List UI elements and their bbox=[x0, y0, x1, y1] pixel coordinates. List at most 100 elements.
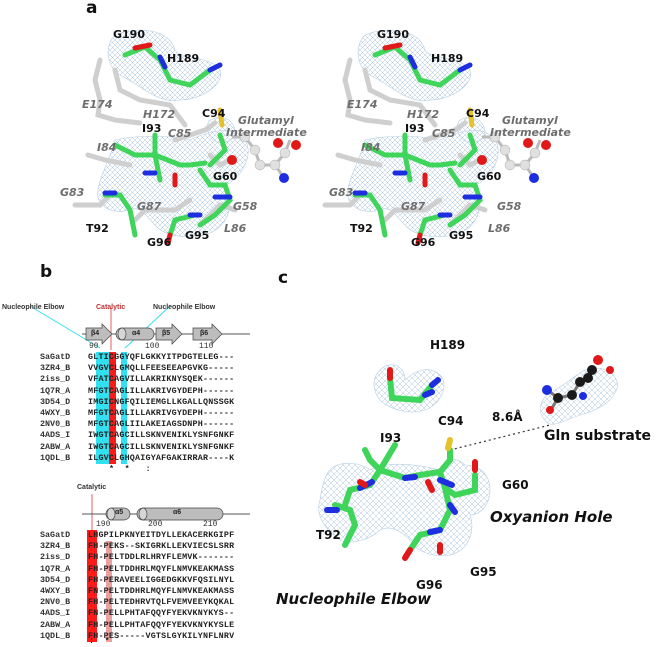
label-a-annotation-2: Intermediate bbox=[226, 126, 307, 139]
block1-cyan-highlight-left bbox=[96, 352, 109, 464]
block1-secondary-structure bbox=[29, 305, 250, 350]
sequence-name: 4ADS_I bbox=[40, 608, 71, 619]
sequence-name: 3D54_D bbox=[40, 396, 71, 407]
sequence-name: SaGatD bbox=[40, 352, 71, 362]
block2-tick-210: 210 bbox=[203, 520, 218, 529]
label-a2-annotation-2: Intermediate bbox=[490, 126, 571, 139]
label-a-i84: I84 bbox=[97, 141, 117, 154]
sequence: VVGVCLGMQLLFEESEEAPGVKG----- bbox=[88, 363, 235, 374]
block2-tick-190: 190 bbox=[96, 520, 111, 529]
label-a2-h189: H189 bbox=[431, 52, 464, 65]
label-c-nucleophile-elbow: Nucleophile Elbow bbox=[276, 590, 432, 608]
sequence-name: 1QDL_B bbox=[40, 630, 71, 641]
block2-pink-highlight bbox=[106, 541, 112, 642]
label-a-g83: G83 bbox=[60, 186, 85, 199]
sequence-name: 3D54_D bbox=[40, 574, 71, 585]
block1-ss-beta4: β4 bbox=[91, 330, 100, 337]
sequence-name: SaGatD bbox=[40, 530, 71, 540]
label-a-annotation-1: Glutamyl bbox=[238, 114, 294, 127]
label-a2-g87: G87 bbox=[401, 200, 426, 213]
sequence-name: 4ADS_I bbox=[40, 430, 71, 441]
label-a2-g190: G190 bbox=[377, 28, 409, 41]
panel-a-right-structure bbox=[322, 29, 551, 246]
block1-tick-100: 100 bbox=[145, 342, 160, 351]
sequence: FH-PEKS--SKIGRKLLEKVIECSLSRR bbox=[88, 541, 235, 552]
label-a2-h172: H172 bbox=[407, 108, 440, 121]
sequence: IMGICNGFQILIEMGLLKGALLQNSSGK bbox=[88, 396, 235, 407]
label-a-g58: G58 bbox=[233, 200, 258, 213]
label-a-g95: G95 bbox=[185, 229, 210, 242]
sequence-name: 2ABW_A bbox=[40, 441, 71, 452]
sequence-name: 3ZR4_B bbox=[40, 541, 71, 552]
sequence: LHGPILPKNYEITDYLLEKACERKGIPF bbox=[88, 530, 235, 540]
label-c-i93: I93 bbox=[380, 431, 402, 445]
block2-secondary-structure bbox=[82, 494, 250, 530]
panel-a-label: a bbox=[86, 0, 98, 18]
label-c-g95: G95 bbox=[470, 565, 497, 579]
block2-alignment: SaGatD LHGPILPKNYEITDYLLEKACERKGIPF 3ZR4_… bbox=[40, 530, 234, 642]
alignment-row: 2iss_D FH-PELTDDLRLHRYFLEMVK------- bbox=[40, 552, 234, 563]
block2-ss-alpha6: α6 bbox=[173, 509, 182, 516]
label-a2-annotation-1: Glutamyl bbox=[502, 114, 558, 127]
sequence: MFGTCAGLIILAKEIAGSDNPH------ bbox=[88, 419, 235, 430]
label-c-oxyanion-hole: Oxyanion Hole bbox=[490, 508, 613, 526]
block1-label-catalytic: Catalytic bbox=[96, 304, 126, 311]
label-c-c94: C94 bbox=[438, 414, 464, 428]
block1-tick-90: 90 bbox=[89, 342, 99, 351]
alignment-row: 3ZR4_B FH-PEKS--SKIGRKLLEKVIECSLSRR bbox=[40, 541, 234, 552]
label-c-substrate: Gln substrate bbox=[544, 428, 652, 444]
block2-ss-alpha5: α5 bbox=[115, 509, 124, 516]
conservation-symbols: * * : bbox=[109, 463, 151, 474]
sequence: FH-PELTEDHRVTQLFVEMVEEYKQKAL bbox=[88, 597, 235, 608]
label-a-e174: E174 bbox=[82, 98, 113, 111]
sequence: FH-PELTDDLRLHRYFLEMVK------- bbox=[88, 552, 235, 563]
label-a2-g95: G95 bbox=[449, 229, 474, 242]
label-a2-i84: I84 bbox=[361, 141, 381, 154]
label-a2-c85: C85 bbox=[432, 127, 456, 140]
label-a2-g58: G58 bbox=[497, 200, 522, 213]
alignment-row: 1QDL_B FH-PES-----VGTSLGYKILYNFLNRV bbox=[40, 631, 234, 642]
block1-label-left: Nucleophile Elbow bbox=[2, 304, 65, 311]
sequence: MFGTCAGLILLAKRIVGYDEPH------ bbox=[88, 407, 235, 418]
sequence: FH-PES-----VGTSLGYKILYNFLNRV bbox=[88, 630, 235, 641]
sequence-name: 1QDL_B bbox=[40, 452, 71, 463]
label-a-t92: T92 bbox=[86, 222, 109, 235]
label-a-c94: C94 bbox=[202, 107, 226, 120]
sequence-name: 2NV0_B bbox=[40, 597, 71, 608]
sequence-name: 4WXY_B bbox=[40, 585, 71, 596]
sequence: IWGTCAGCILLSKNVENIKLYSNFGNKF bbox=[88, 441, 235, 452]
block2-conservation: : * bbox=[89, 636, 110, 647]
sequence-name: 1Q7R_A bbox=[40, 563, 71, 574]
label-c-t92: T92 bbox=[316, 528, 341, 542]
alignment-row: 3ZR4_B VVGVCLGMQLLFEESEEAPGVKG----- bbox=[40, 363, 234, 374]
panel-c-label: c bbox=[278, 268, 289, 288]
block1-ss-alpha4: α4 bbox=[132, 330, 141, 337]
label-a-h172: H172 bbox=[143, 108, 176, 121]
alignment-row: SaGatD LHGPILPKNYEITDYLLEKACERKGIPF bbox=[40, 530, 234, 541]
conservation-symbols: : * bbox=[89, 636, 110, 646]
block1-red-highlight bbox=[109, 352, 116, 464]
alignment-row: 4WXY_B MFGTCAGLILLAKRIVGYDEPH------ bbox=[40, 408, 234, 419]
panel-b-label: b bbox=[40, 262, 53, 282]
label-a2-l86: L86 bbox=[488, 222, 511, 235]
alignment-row: 1QDL_B ILGVCLGHQAIGYAFGAKIRRAR----K bbox=[40, 453, 234, 464]
sequence-name: 4WXY_B bbox=[40, 407, 71, 418]
sequence: MFGTCAGLILLAKRIVGYDEPH------ bbox=[88, 385, 235, 396]
sequence: FH-PELTDDHRLMQYFLNMVKEAKMASS bbox=[88, 563, 235, 574]
label-a2-g60: G60 bbox=[477, 170, 502, 183]
panel-a-left-structure bbox=[72, 29, 301, 246]
alignment-row: 2ABW_A IWGTCAGCILLSKNVENIKLYSNFGNKF bbox=[40, 442, 234, 453]
panel-c-structure bbox=[318, 355, 619, 561]
sequence-name: 3ZR4_B bbox=[40, 363, 71, 374]
block1-tick-110: 110 bbox=[199, 342, 214, 351]
sequence-name: 2iss_D bbox=[40, 552, 71, 563]
block2-tick-200: 200 bbox=[148, 520, 163, 529]
sequence: ILGVCLGHQAIGYAFGAKIRRAR----K bbox=[88, 452, 235, 463]
label-a2-g96: G96 bbox=[411, 236, 436, 249]
